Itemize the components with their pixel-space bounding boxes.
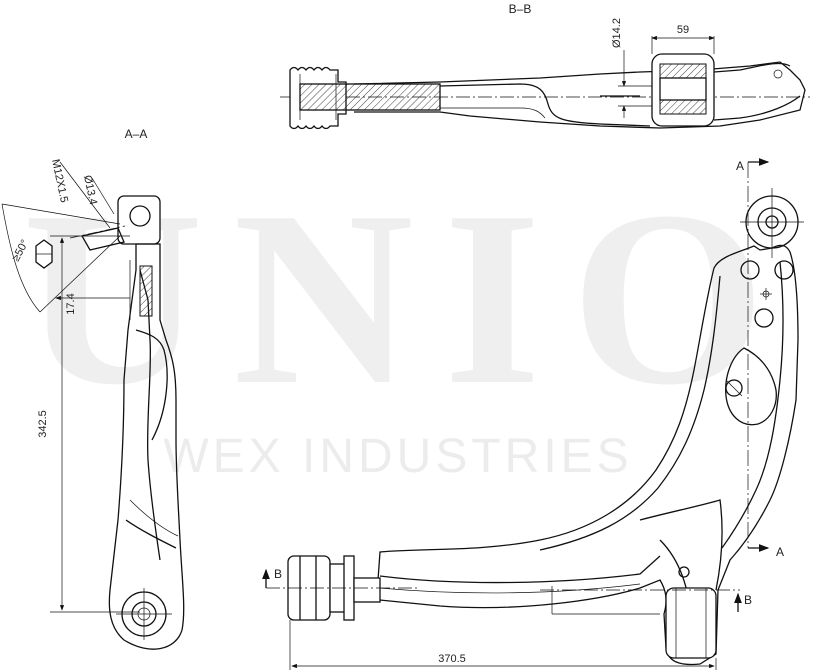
dim-offset: 17.4 [65,293,77,314]
section-bb-view: B–B 59 Ø14.2 [280,2,810,130]
section-aa-label: A–A [125,127,148,141]
cut-label-b-left: B [274,567,282,581]
dim-length: 370.5 [438,653,466,665]
ball-joint-housing [117,195,161,245]
cut-label-a-bottom: A [776,545,784,559]
dim-height: 342.5 [37,410,49,438]
watermark-company: WEX INDUSTRIES [163,430,632,483]
arm-top-outline [353,61,806,129]
section-bb-label: B–B [509,2,532,16]
dim-bushing-width: 59 [677,24,689,36]
main-plan-view: A A B B 370.5 [262,158,804,670]
dim-diameter-142: Ø14.2 [611,18,623,48]
cut-label-b-right: B [744,593,752,607]
arm-side-outline [108,243,185,650]
right-bushing-plan [665,587,717,659]
arm-plan-outline [377,244,799,666]
cut-label-a-top: A [736,159,744,173]
